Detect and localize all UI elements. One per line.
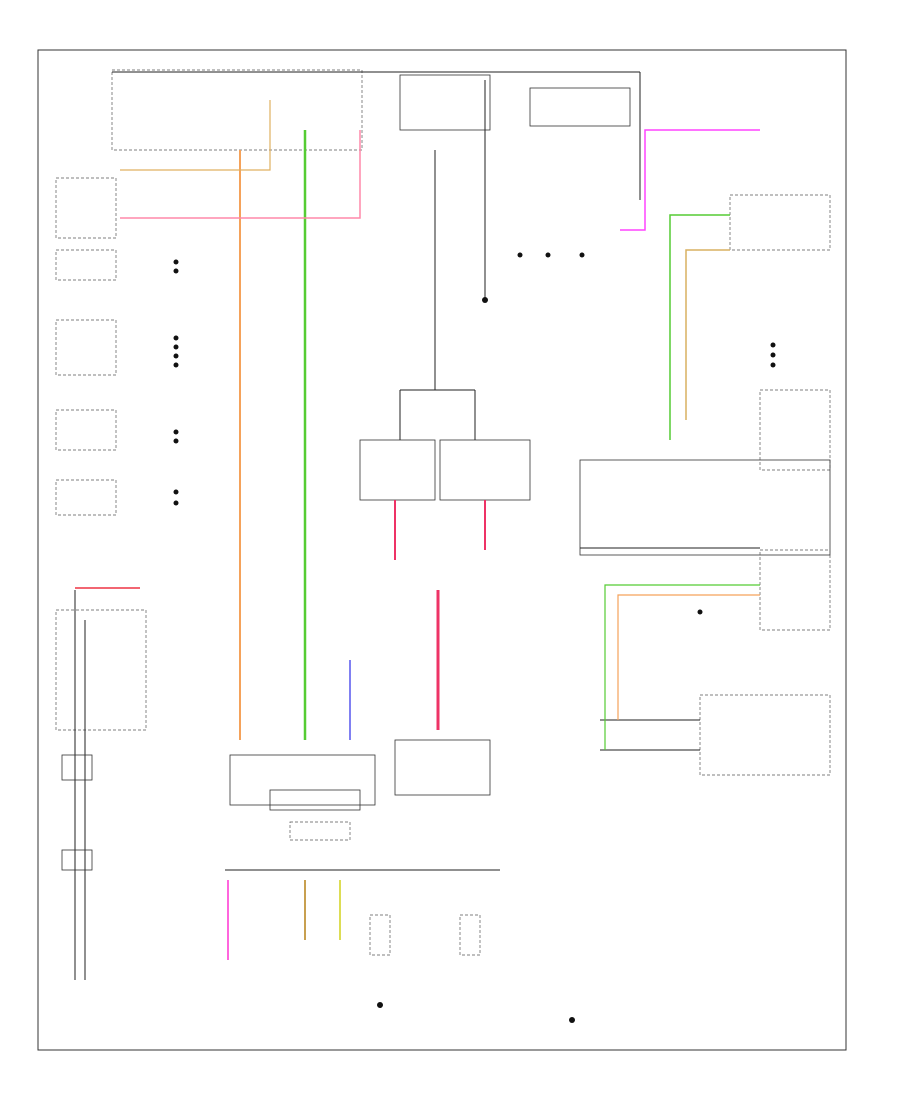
- right-modules: [579, 194, 831, 776]
- wire-orange-lower-right: [617, 594, 760, 720]
- wire-magenta-right: [620, 129, 760, 231]
- top-fuse-block: [111, 69, 641, 200]
- wire-orange-right: [685, 249, 730, 420]
- diagram-frame: [37, 49, 847, 1051]
- wire-green-right: [669, 214, 730, 440]
- connector-dots: [173, 252, 776, 615]
- colored-wires: [75, 100, 760, 960]
- center-relays: [359, 80, 531, 501]
- left-components: [55, 177, 147, 980]
- wire-green-lower-right: [604, 584, 760, 750]
- power-supply-block: [225, 739, 575, 1023]
- wire-pink-top: [120, 130, 361, 219]
- wire-gold-top: [120, 100, 271, 171]
